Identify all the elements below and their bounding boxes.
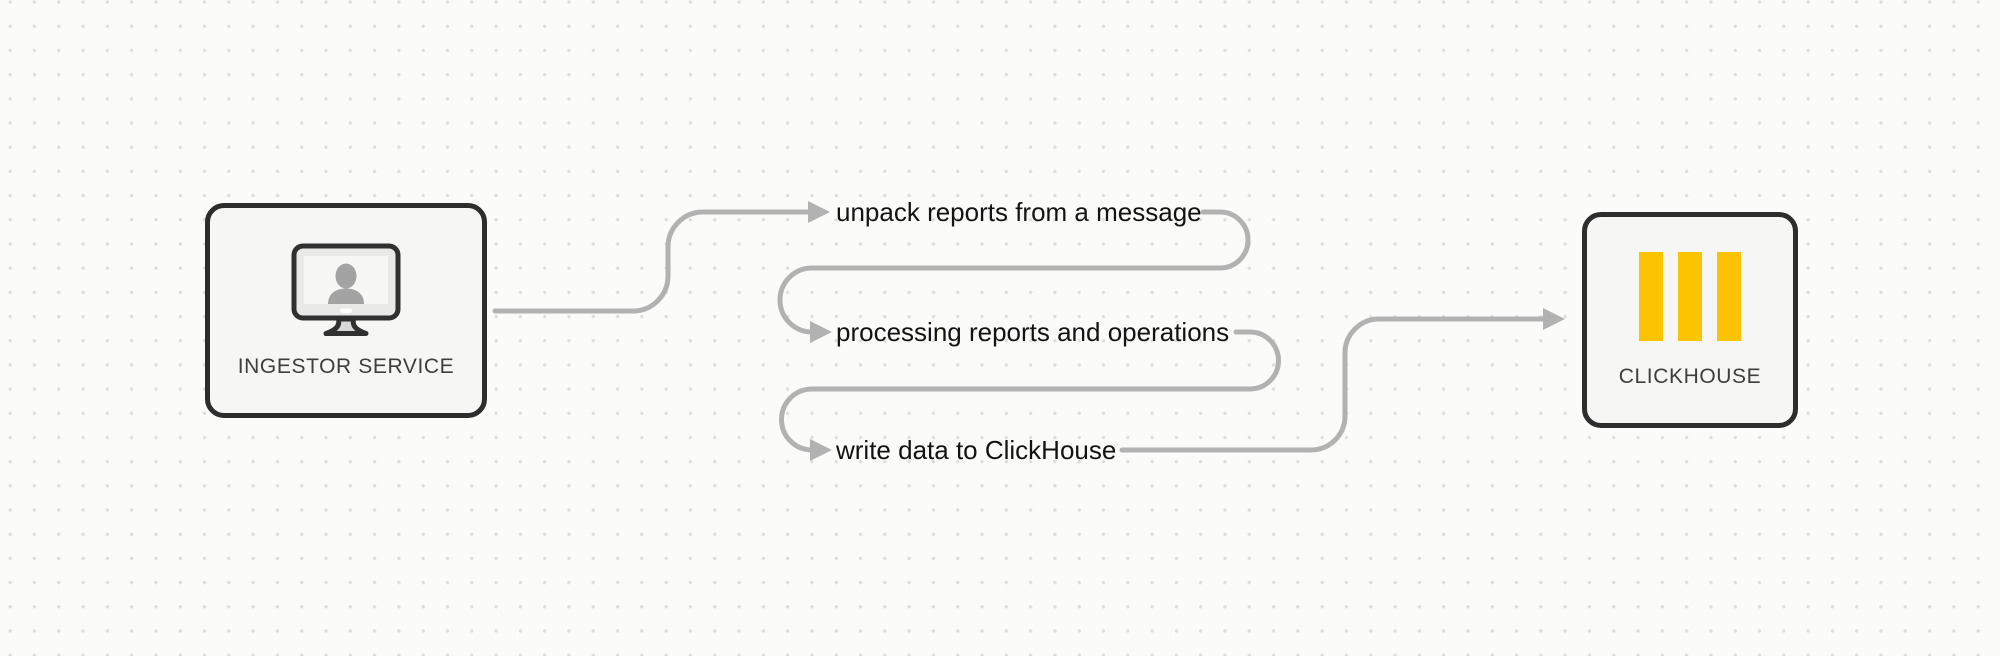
connector-ingestor-to-step1 [492, 209, 811, 314]
node-label-clickhouse: CLICKHOUSE [1618, 364, 1762, 388]
connector-step2-to-step3 [779, 329, 1281, 453]
step-label-processing-reports: processing reports and operations [836, 317, 1230, 347]
clickhouse-bar [1717, 251, 1741, 341]
connector-step1-to-step2 [777, 209, 1251, 335]
arrowhead-icon [810, 321, 832, 343]
step-label-unpack-reports: unpack reports from a message [836, 197, 1202, 227]
clickhouse-bar [1678, 251, 1702, 341]
arrowhead-icon [1543, 308, 1565, 330]
connector-step3-to-clickhouse [1119, 316, 1546, 453]
user-monitor-icon [291, 243, 401, 336]
arrowhead-icon [810, 439, 832, 461]
node-clickhouse: CLICKHOUSE [1582, 212, 1798, 428]
clickhouse-bars-icon [1639, 251, 1741, 341]
person-silhouette-icon [328, 263, 364, 304]
node-ingestor-service: INGESTOR SERVICE [205, 203, 487, 418]
arrowhead-icon [808, 201, 830, 223]
step-label-write-data: write data to ClickHouse [836, 435, 1117, 465]
node-label-ingestor: INGESTOR SERVICE [237, 354, 455, 378]
clickhouse-bar [1639, 251, 1663, 341]
